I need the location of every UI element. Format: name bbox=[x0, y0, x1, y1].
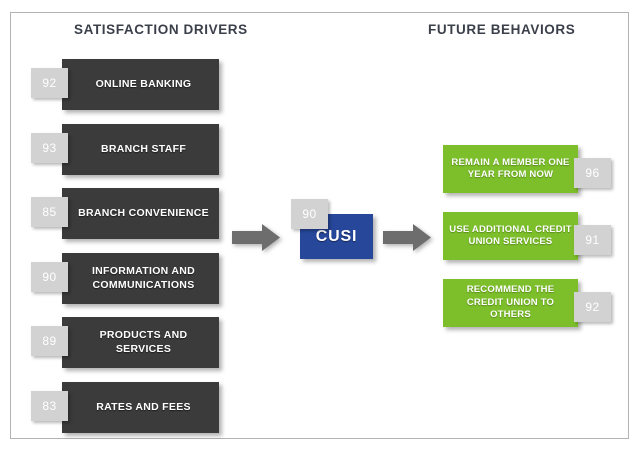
driver-score-rates-and-fees: 83 bbox=[31, 391, 68, 421]
arrow-drivers-to-cusi-icon bbox=[232, 224, 280, 251]
score-value: 83 bbox=[42, 399, 57, 413]
behavior-box-use-additional-services[interactable]: USE ADDITIONAL CREDIT UNION SERVICES bbox=[443, 212, 578, 260]
behavior-label: RECOMMEND THE CREDIT UNION TO OTHERS bbox=[466, 284, 555, 321]
driver-box-online-banking[interactable]: ONLINE BANKING bbox=[62, 59, 219, 110]
arrow-cusi-to-behaviors-icon bbox=[383, 224, 431, 251]
driver-box-information-and-communications[interactable]: INFORMATION AND COMMUNICATIONS bbox=[62, 253, 219, 304]
satisfaction-drivers-heading: SATISFACTION DRIVERS bbox=[74, 22, 248, 37]
driver-label: RATES AND FEES bbox=[96, 400, 191, 413]
score-value: 89 bbox=[42, 334, 57, 348]
driver-box-branch-convenience[interactable]: BRANCH CONVENIENCE bbox=[62, 188, 219, 239]
behavior-score-use-additional-services: 91 bbox=[574, 225, 611, 255]
behavior-label: USE ADDITIONAL CREDIT UNION SERVICES bbox=[449, 223, 572, 247]
cusi-label: CUSI bbox=[315, 227, 358, 245]
future-behaviors-heading: FUTURE BEHAVIORS bbox=[428, 22, 576, 37]
driver-box-branch-staff[interactable]: BRANCH STAFF bbox=[62, 124, 219, 175]
behavior-score-recommend-credit-union: 92 bbox=[574, 292, 611, 322]
cusi-score: 90 bbox=[291, 199, 328, 229]
score-value: 90 bbox=[302, 207, 317, 221]
driver-box-products-and-services[interactable]: PRODUCTS AND SERVICES bbox=[62, 317, 219, 368]
driver-score-online-banking: 92 bbox=[31, 68, 68, 98]
behavior-label: REMAIN A MEMBER ONE YEAR FROM NOW bbox=[451, 156, 570, 180]
driver-box-rates-and-fees[interactable]: RATES AND FEES bbox=[62, 382, 219, 433]
score-value: 92 bbox=[585, 300, 600, 314]
behavior-box-remain-a-member[interactable]: REMAIN A MEMBER ONE YEAR FROM NOW bbox=[443, 145, 578, 193]
driver-score-branch-staff: 93 bbox=[31, 133, 68, 163]
behavior-box-recommend-credit-union[interactable]: RECOMMEND THE CREDIT UNION TO OTHERS bbox=[443, 279, 578, 327]
driver-score-products-and-services: 89 bbox=[31, 326, 68, 356]
driver-score-branch-convenience: 85 bbox=[31, 197, 68, 227]
driver-label: BRANCH CONVENIENCE bbox=[78, 206, 209, 219]
score-value: 96 bbox=[585, 166, 600, 180]
score-value: 91 bbox=[585, 233, 600, 247]
score-value: 93 bbox=[42, 141, 57, 155]
driver-label: BRANCH STAFF bbox=[100, 142, 187, 155]
score-value: 92 bbox=[42, 76, 57, 90]
behavior-score-remain-a-member: 96 bbox=[574, 158, 611, 188]
driver-score-information-and-communications: 90 bbox=[31, 262, 68, 292]
driver-label: ONLINE BANKING bbox=[95, 77, 192, 90]
driver-label: PRODUCTS AND SERVICES bbox=[99, 329, 188, 355]
score-value: 90 bbox=[42, 270, 57, 284]
driver-label: INFORMATION AND COMMUNICATIONS bbox=[91, 265, 196, 291]
score-value: 85 bbox=[42, 205, 57, 219]
